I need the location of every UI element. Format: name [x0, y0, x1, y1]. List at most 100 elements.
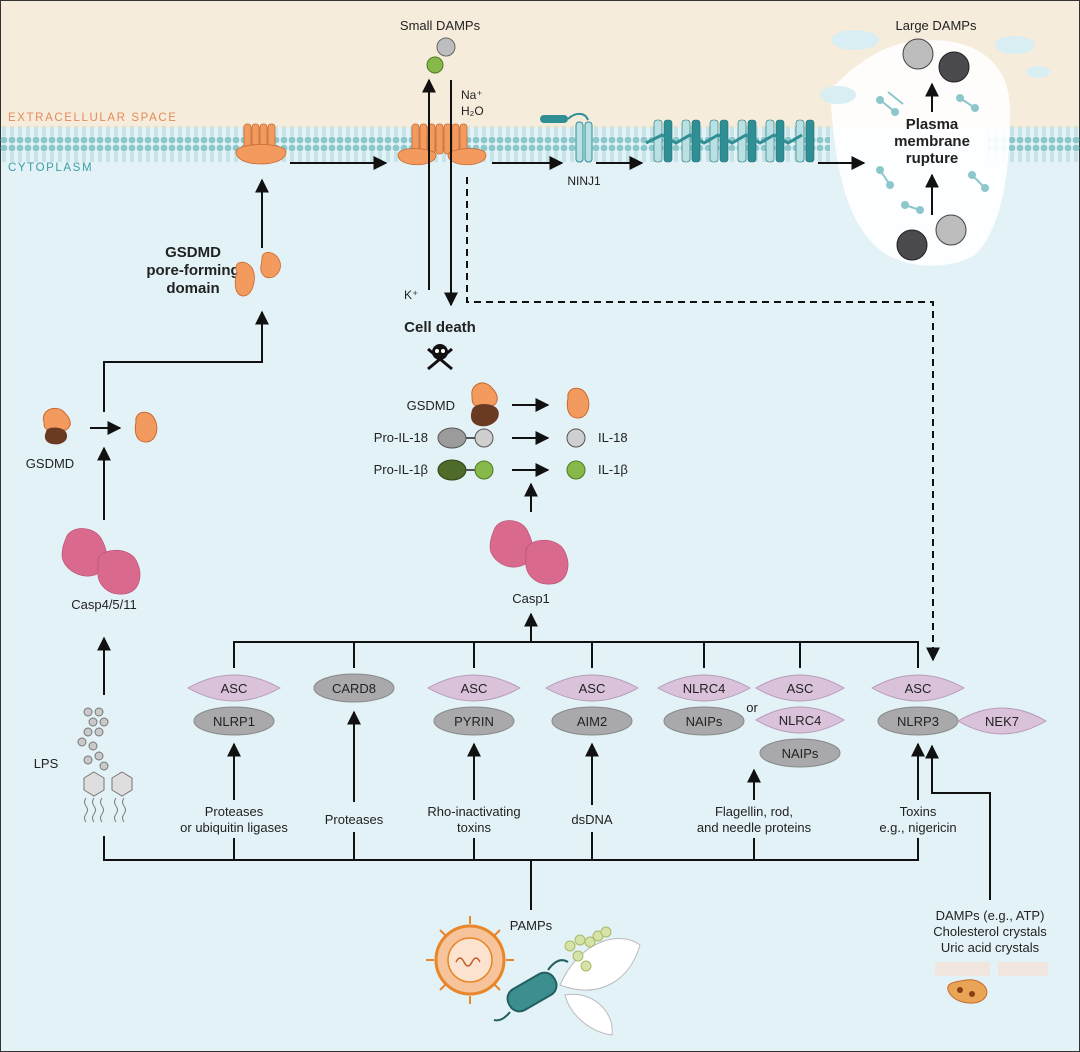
cytoplasm-area [0, 128, 1080, 1052]
rupture-line-3: rupture [906, 150, 959, 167]
nlrp1-label: NLRP1 [213, 714, 255, 729]
casp1-dimer [489, 520, 569, 585]
rupture-line-1: Plasma [906, 116, 959, 133]
large-damp-1 [902, 38, 934, 70]
extracellular-label: EXTRACELLULAR SPACE [8, 112, 178, 124]
damp-crystals-icon [935, 962, 1048, 1004]
fungus-icon [559, 926, 641, 1036]
il18-molecule [566, 428, 586, 448]
ninj1-monomer [540, 112, 593, 163]
il1b-label: IL-1β [598, 462, 628, 477]
trigger-proteases: Proteases [325, 812, 384, 827]
trigger-flagellin-1: Flagellin, rod, [715, 804, 793, 819]
rupture-line-2: membrane [894, 133, 970, 150]
card8-sensor [313, 673, 395, 703]
trigger-rho-1: Rho-inactivating [427, 804, 520, 819]
pro-il18-molecule [437, 427, 494, 449]
skull-icon [427, 344, 453, 371]
damps-label-2: Cholesterol crystals [933, 924, 1047, 939]
nlrp3-dashed-link [466, 177, 940, 662]
cytoplasm-label: CYTOPLASM [8, 162, 93, 174]
trigger-toxins-1: Toxins [900, 804, 937, 819]
il18-label: IL-18 [598, 430, 628, 445]
casp4-5-11-dimer [61, 528, 141, 595]
asc-pyrin [426, 674, 522, 702]
pyrin-sensor [433, 706, 515, 736]
naips-b-label: NAIPs [782, 746, 819, 761]
ninj1-label: NINJ1 [567, 174, 601, 188]
pro-il1b-label: Pro-IL-1β [374, 462, 428, 477]
gsdmd-pore-left [235, 123, 287, 165]
cell-death-label: Cell death [404, 319, 476, 336]
pore-domain-line-2: pore-forming [146, 262, 239, 279]
nek7-protein [957, 707, 1047, 735]
naips-sensor-b [759, 738, 841, 768]
casp4-label: Casp4/5/11 [71, 597, 137, 612]
gsdmd-full-center [470, 382, 499, 427]
trigger-proteases-ub-1: Proteases [205, 804, 264, 819]
gsdmd-nterm-fragments [234, 252, 281, 297]
trigger-proteases-ub-2: or ubiquitin ligases [180, 820, 288, 835]
bacterium-icon [493, 959, 569, 1022]
na-label: Na⁺ [461, 88, 483, 102]
asc-nlrp3-label: ASC [905, 681, 932, 696]
asc-aim2 [544, 674, 640, 702]
large-damp-4 [935, 214, 967, 246]
nlrp1-sensor [193, 706, 275, 736]
large-damp-2 [938, 51, 970, 83]
asc-nlrp1 [186, 674, 282, 702]
asc-aim2-label: ASC [579, 681, 606, 696]
nlrc4-a-label: NLRC4 [683, 681, 726, 696]
or-label: or [746, 700, 758, 715]
nlrp3-label: NLRP3 [897, 714, 939, 729]
asc-nlrc4-label: ASC [787, 681, 814, 696]
lps-label: LPS [34, 756, 59, 771]
pore-domain-line-1: GSDMD [165, 244, 221, 261]
asc-pyrin-label: ASC [461, 681, 488, 696]
gsdmd-full-left [42, 407, 71, 445]
ninj1-oligomer [645, 119, 815, 163]
large-damps-label: Large DAMPs [896, 18, 977, 33]
pyrin-label: PYRIN [454, 714, 494, 729]
gsdmd-cleaved-center [566, 387, 590, 419]
virus-icon [426, 916, 514, 1004]
damps-label-1: DAMPs (e.g., ATP) [936, 908, 1045, 923]
trigger-flagellin-2: and needle proteins [697, 820, 812, 835]
pro-il1b-molecule [437, 459, 494, 481]
nlrc4-sensor-a [656, 674, 752, 702]
trigger-dsdna: dsDNA [571, 812, 613, 827]
trigger-rho-2: toxins [457, 820, 491, 835]
small-damp-green [426, 56, 444, 74]
asc-nlrc4 [755, 674, 845, 702]
large-damp-3 [896, 229, 928, 261]
nlrc4-b-label: NLRC4 [779, 713, 822, 728]
small-damps-label: Small DAMPs [400, 18, 481, 33]
pro-il18-label: Pro-IL-18 [374, 430, 428, 445]
casp1-label: Casp1 [512, 591, 550, 606]
gsdmd-pore-center [397, 123, 487, 166]
membrane-fragments [876, 91, 989, 214]
k-label: K⁺ [404, 288, 418, 302]
naips-a-label: NAIPs [686, 714, 723, 729]
pore-domain-line-3: domain [166, 280, 219, 297]
il1b-molecule [566, 460, 586, 480]
gsdmd-center-label: GSDMD [407, 398, 455, 413]
pamps-label: PAMPs [510, 918, 553, 933]
trigger-toxins-2: e.g., nigericin [879, 820, 956, 835]
gsdmd-left-label: GSDMD [26, 456, 74, 471]
small-damp-grey [436, 37, 456, 57]
naips-sensor-a [663, 706, 745, 736]
lps-molecule [77, 707, 133, 823]
h2o-label: H₂O [461, 104, 484, 118]
damps-label-3: Uric acid crystals [941, 940, 1040, 955]
card8-label: CARD8 [332, 681, 376, 696]
asc-nlrp1-label: ASC [221, 681, 248, 696]
nek7-label: NEK7 [985, 714, 1019, 729]
gsdmd-cleaved-left [134, 411, 158, 443]
nlrc4-sensor-b [755, 706, 845, 734]
aim2-sensor [551, 706, 633, 736]
aim2-label: AIM2 [577, 714, 607, 729]
asc-nlrp3 [870, 674, 966, 702]
